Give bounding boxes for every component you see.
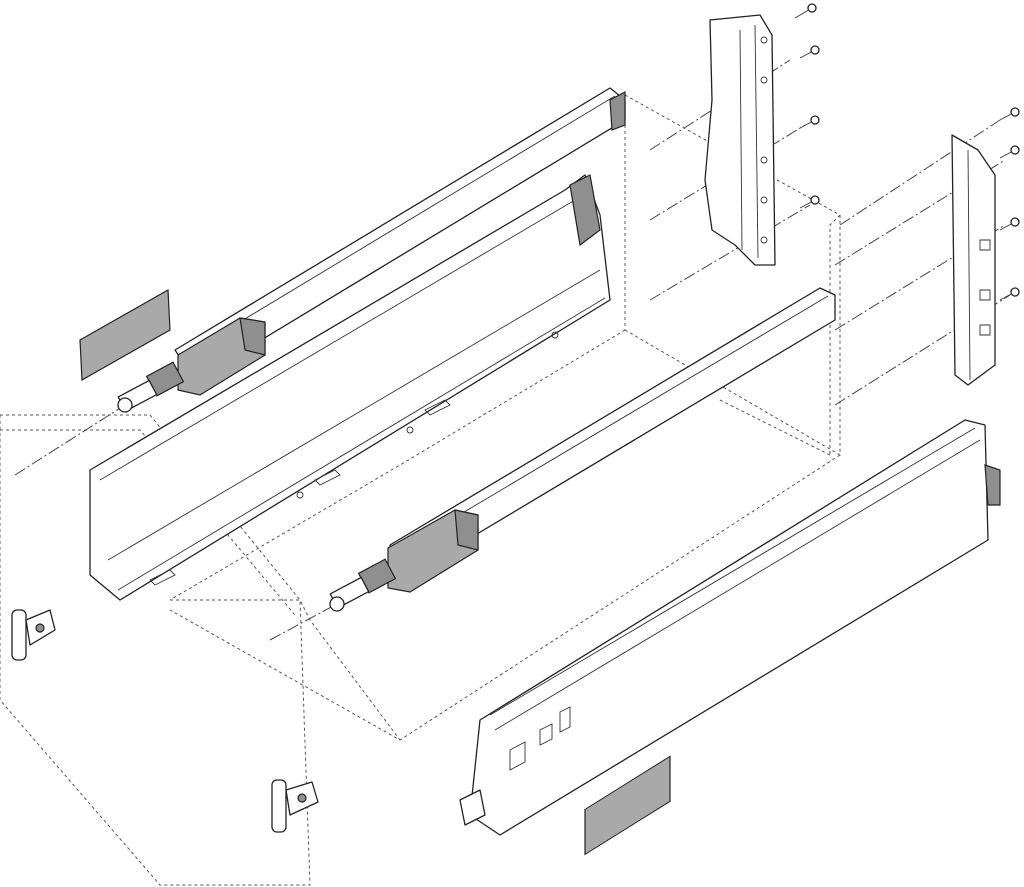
lower-runner — [329, 287, 836, 612]
left-drawer-side — [89, 174, 611, 601]
runner-locking-device-lower — [329, 558, 397, 612]
cabinet-outline — [169, 94, 841, 741]
screw-icon — [999, 145, 1020, 159]
screw-icon — [999, 107, 1020, 121]
screw-icon — [999, 287, 1020, 301]
screws — [794, 3, 1020, 301]
right-drawer-side — [459, 419, 1001, 836]
screw-icon — [794, 3, 817, 19]
screw-icon — [999, 217, 1020, 231]
runner-locking-device-upper — [117, 361, 185, 413]
upper-runner — [117, 87, 626, 413]
mounting-plate-grey — [79, 288, 171, 382]
cover-cap-grey — [584, 755, 671, 856]
rear-bracket-right — [951, 134, 996, 386]
screw-icon — [799, 45, 820, 59]
rear-bracket-left — [704, 14, 776, 266]
screw-icon — [799, 115, 820, 129]
front-panel-outline — [0, 414, 311, 886]
front-fixing-bracket-lower — [271, 779, 319, 833]
screw-icon — [799, 195, 820, 209]
front-fixing-bracket-upper — [11, 609, 56, 661]
